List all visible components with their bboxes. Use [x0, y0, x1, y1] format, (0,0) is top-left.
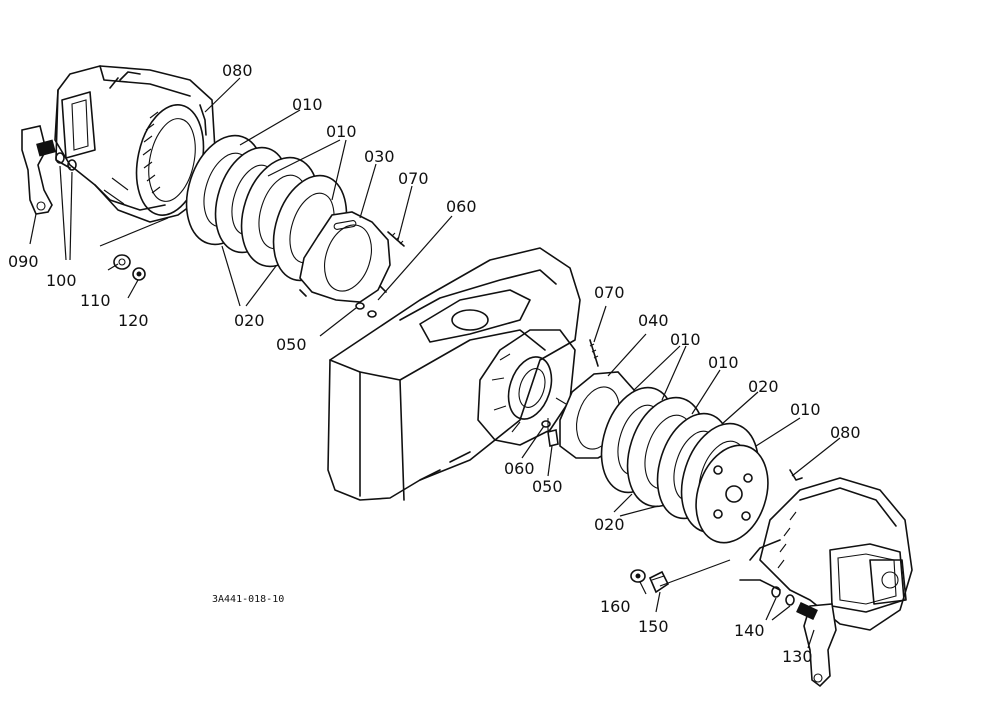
nut-120	[132, 267, 146, 281]
callout-060-top: 060	[446, 197, 477, 216]
left-lever-arm-090	[21, 125, 56, 215]
left-brake-disc-stack	[185, 134, 391, 303]
callout-020-top: 020	[234, 311, 265, 330]
drawing-code: 3A441-018-10	[212, 594, 284, 605]
callout-050-mid: 050	[532, 477, 563, 496]
callout-020-mid: 020	[748, 377, 779, 396]
callout-010-a: 010	[292, 95, 323, 114]
o-rings-140	[771, 586, 795, 606]
callout-030: 030	[364, 147, 395, 166]
callout-080-right: 080	[830, 423, 861, 442]
callout-020-low: 020	[594, 515, 625, 534]
bolt-110	[113, 254, 131, 270]
callout-010-d: 010	[708, 353, 739, 372]
right-brake-disc-stack	[559, 371, 769, 544]
callout-080-top: 080	[222, 61, 253, 80]
callout-010-b: 010	[326, 122, 357, 141]
callout-050-top: 050	[276, 335, 307, 354]
pin-050-mid	[547, 429, 559, 447]
callout-060-mid: 060	[504, 459, 535, 478]
callout-070-mid: 070	[594, 283, 625, 302]
callout-120: 120	[118, 311, 149, 330]
callout-150: 150	[638, 617, 669, 636]
callout-070-top: 070	[398, 169, 429, 188]
callout-010-c: 010	[670, 330, 701, 349]
callout-010-e: 010	[790, 400, 821, 419]
bolt-070-top	[387, 231, 405, 247]
callout-labels: 080 010 010 030 070 060 090 100 110 120 …	[8, 61, 861, 666]
pin-060-mid	[541, 420, 551, 428]
callout-110: 110	[80, 291, 111, 310]
leader-lines	[29, 77, 841, 649]
callout-160: 160	[600, 597, 631, 616]
pin-050-top	[355, 302, 365, 310]
bolt-070-mid	[589, 339, 599, 367]
o-rings-100	[55, 152, 77, 171]
bolt-160	[630, 569, 646, 583]
callout-100: 100	[46, 271, 77, 290]
right-lever-arm-130	[796, 602, 837, 688]
callout-130: 130	[782, 647, 813, 666]
center-transmission-case	[327, 247, 581, 501]
callout-040: 040	[638, 311, 669, 330]
callout-140: 140	[734, 621, 765, 640]
callout-090: 090	[8, 252, 39, 271]
pin-060-top	[367, 310, 377, 318]
bolt-150	[648, 570, 670, 594]
